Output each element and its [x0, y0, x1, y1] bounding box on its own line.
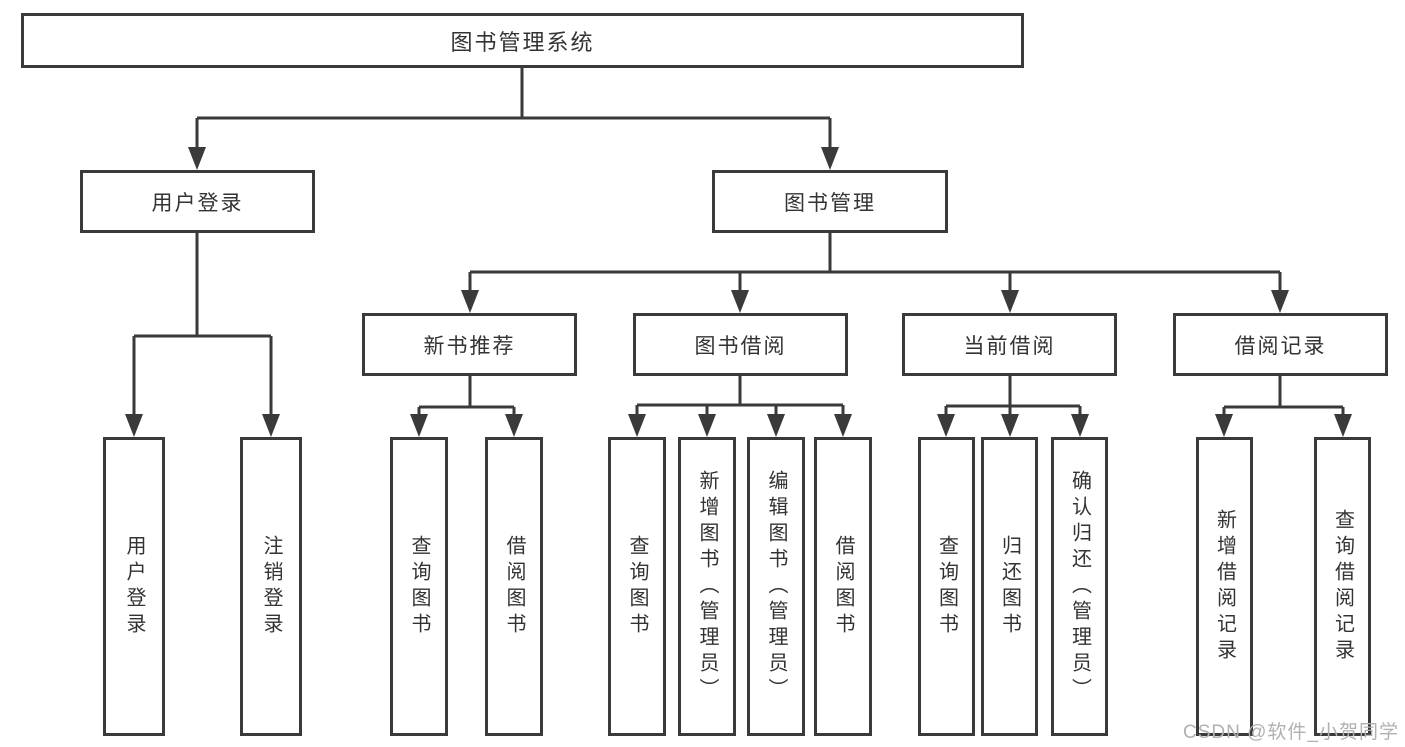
node-borrow-records-label: 借阅记录 — [1234, 334, 1327, 358]
arrowheads — [125, 147, 1352, 437]
node-borrow-records: 借阅记录 — [1173, 313, 1388, 376]
leaf-edit-book-admin-label: 编辑图书（管理员） — [765, 469, 787, 704]
leaf-logout-label: 注销登录 — [260, 534, 282, 639]
leaf-logout: 注销登录 — [240, 437, 302, 736]
leaf-add-book-admin-label: 新增图书（管理员） — [696, 469, 718, 704]
leaf-confirm-return-admin-label: 确认归还（管理员） — [1068, 469, 1091, 704]
node-book-borrow: 图书借阅 — [633, 313, 848, 376]
leaf-add-book-admin: 新增图书（管理员） — [678, 437, 736, 736]
leaf-query-borrow-record-label: 查询借阅记录 — [1331, 508, 1354, 665]
leaf-borrow-books: 借阅图书 — [814, 437, 872, 736]
leaf-user-login-label: 用户登录 — [123, 534, 145, 639]
leaf-borrow-books-label: 借阅图书 — [832, 534, 854, 639]
leaf-user-login: 用户登录 — [103, 437, 165, 736]
leaf-add-borrow-record-label: 新增借阅记录 — [1213, 508, 1236, 665]
leaf-add-borrow-record: 新增借阅记录 — [1196, 437, 1253, 736]
node-book-borrow-label: 图书借阅 — [694, 334, 787, 358]
node-book-management: 图书管理 — [712, 170, 948, 233]
node-current-borrow: 当前借阅 — [902, 313, 1117, 376]
node-new-book-recommend: 新书推荐 — [362, 313, 577, 376]
leaf-query-books-current: 查询图书 — [918, 437, 975, 736]
node-user-login: 用户登录 — [80, 170, 315, 233]
node-new-book-recommend-label: 新书推荐 — [423, 334, 516, 358]
leaf-query-books-borrow: 查询图书 — [608, 437, 666, 736]
leaf-query-books-recommend: 查询图书 — [390, 437, 448, 736]
leaf-edit-book-admin: 编辑图书（管理员） — [747, 437, 805, 736]
node-user-login-label: 用户登录 — [151, 191, 244, 215]
leaf-query-books-current-label: 查询图书 — [935, 534, 958, 639]
leaf-query-books-borrow-label: 查询图书 — [626, 534, 648, 639]
csdn-watermark: CSDN @软件_小贺同学 — [1183, 722, 1399, 743]
node-current-borrow-label: 当前借阅 — [963, 334, 1056, 358]
node-library-system-label: 图书管理系统 — [450, 29, 595, 55]
leaf-confirm-return-admin: 确认归还（管理员） — [1051, 437, 1108, 736]
node-library-system: 图书管理系统 — [21, 13, 1024, 68]
leaf-borrow-books-recommend: 借阅图书 — [485, 437, 543, 736]
leaf-return-books: 归还图书 — [981, 437, 1038, 736]
leaf-return-books-label: 归还图书 — [998, 534, 1021, 639]
leaf-query-borrow-record: 查询借阅记录 — [1314, 437, 1371, 736]
leaf-query-books-recommend-label: 查询图书 — [408, 534, 430, 639]
node-book-management-label: 图书管理 — [784, 191, 876, 215]
leaf-borrow-books-recommend-label: 借阅图书 — [503, 534, 525, 639]
